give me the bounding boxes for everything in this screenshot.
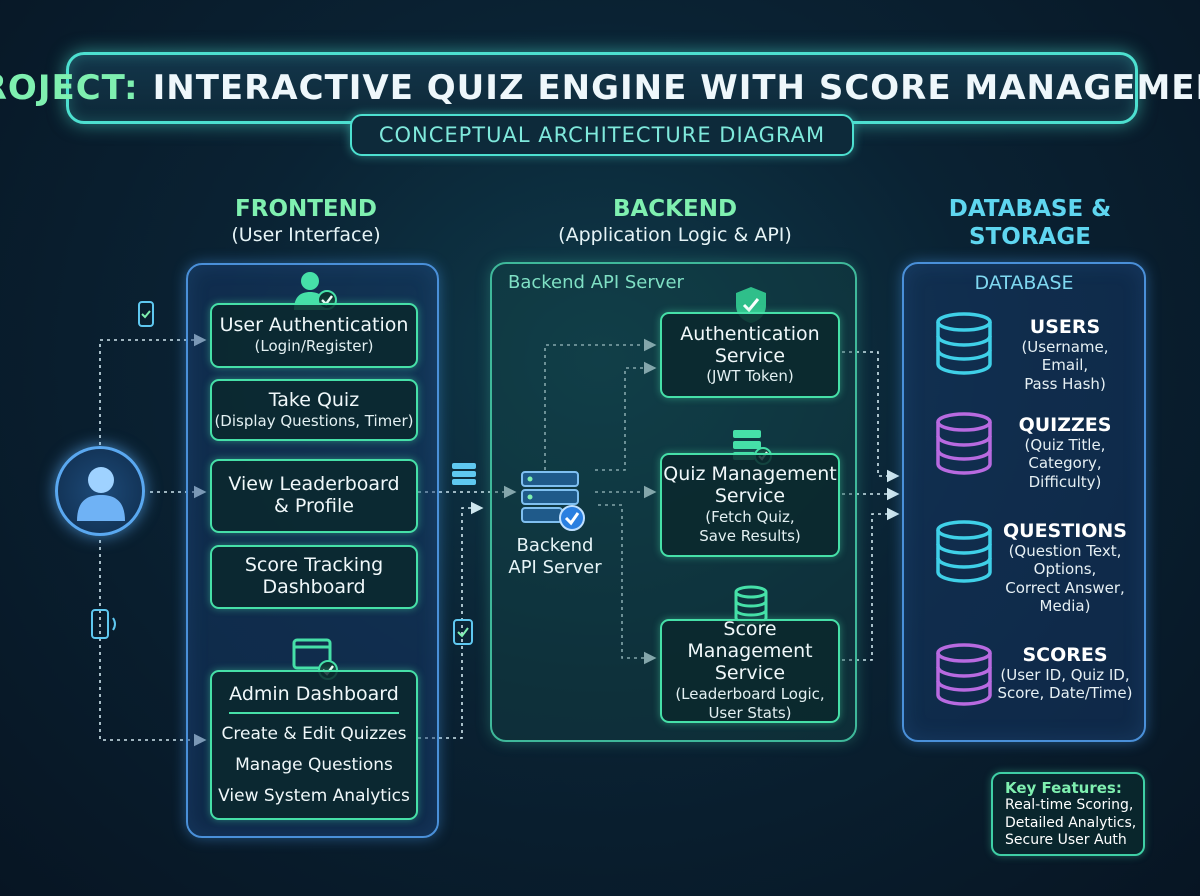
backend-server-line2: API Server [508,556,602,578]
db-table-field-line: (Question Text, [1008,542,1122,560]
take-quiz-card[interactable]: Take Quiz (Display Questions, Timer) [210,379,418,441]
auth-service-line2: Service [714,344,786,367]
db-table-field-line: (Username, Email, [1021,338,1109,375]
checklist-icon [453,619,473,645]
server-icon [521,471,585,531]
backend-panel-label: Backend API Server [508,272,684,293]
admin-dashboard-card[interactable]: Admin Dashboard Create & Edit Quizzes Ma… [210,670,418,820]
score-service-desc1: (Leaderboard Logic, [675,685,825,704]
db-table-name: SCORES [1022,644,1108,666]
user-icon [77,467,125,521]
db-table-field-line: (Quiz Title, [1024,436,1106,454]
db-table-field-line: Correct Answer, [1005,578,1125,597]
view-leaderboard-card[interactable]: View Leaderboard & Profile [210,459,418,533]
score-tracking-line2: Dashboard [262,576,366,598]
db-table-field-line: Media) [1039,596,1091,615]
db-table-field-line: Category, [1028,454,1102,473]
db-table-name: QUESTIONS [1002,520,1127,542]
key-feature-1: Real-time Scoring, [1005,797,1134,813]
backend-heading-title: BACKEND [612,196,738,222]
user-avatar [55,446,145,536]
user-authentication-sub: (Login/Register) [254,337,374,356]
database-heading-line2: STORAGE [969,223,1091,250]
db-table-users: USERS(Username, Email,Pass Hash) [996,316,1134,393]
db-table-field-line: Score, Date/Time) [997,684,1133,703]
authentication-service-card[interactable]: Authentication Service (JWT Token) [660,312,840,398]
score-service-line1: Score Management [687,618,813,663]
admin-item-create-quizzes[interactable]: Create & Edit Quizzes [221,723,407,744]
key-feature-2: Detailed Analytics, [1005,814,1137,831]
database-heading: DATABASE & STORAGE [920,196,1140,251]
backend-server-line1: Backend [516,535,594,556]
db-cylinder-icon [936,643,992,706]
db-table-field-line: Difficulty) [1028,472,1102,491]
auth-service-line1: Authentication [680,322,820,345]
take-quiz-sub: (Display Questions, Timer) [214,411,414,430]
db-cylinder-icon [936,312,992,375]
db-table-field-line: Pass Hash) [1024,374,1106,393]
score-service-desc2: User Stats) [708,703,792,722]
key-features-box: Key Features: Real-time Scoring, Detaile… [991,772,1145,856]
frontend-heading-sub: (User Interface) [231,223,381,246]
admin-item-system-analytics[interactable]: View System Analytics [218,785,410,806]
database-heading-line1: DATABASE & [948,196,1112,222]
phone-icon [91,609,116,639]
frontend-heading: FRONTEND (User Interface) [186,196,426,246]
take-quiz-title: Take Quiz [268,388,360,411]
backend-server-label: Backend API Server [500,535,610,578]
quiz-service-desc2: Save Results) [699,526,801,545]
quiz-service-line2: Service [714,485,786,508]
title-main: INTERACTIVE QUIZ ENGINE WITH SCORE MANAG… [152,68,1200,108]
key-features-title: Key Features: [1005,779,1122,797]
subtitle: CONCEPTUAL ARCHITECTURE DIAGRAM [350,114,854,156]
score-tracking-line1: Score Tracking [244,554,384,577]
db-table-name: USERS [1029,316,1101,338]
quiz-service-desc1: (Fetch Quiz, [705,508,795,527]
db-table-questions: QUESTIONS(Question Text,Options,Correct … [996,520,1134,615]
database-panel-label: DATABASE [974,272,1074,294]
view-leaderboard-line2: & Profile [274,495,354,517]
score-management-service-card[interactable]: Score Management Service (Leaderboard Lo… [660,619,840,723]
user-authentication-title: User Authentication [219,314,409,337]
score-tracking-card[interactable]: Score Tracking Dashboard [210,545,418,609]
user-authentication-card[interactable]: User Authentication (Login/Register) [210,303,418,368]
mobile-check-icon [138,301,154,327]
admin-item-manage-questions[interactable]: Manage Questions [235,754,393,775]
quiz-service-line1: Quiz Management [663,463,837,486]
view-leaderboard-line1: View Leaderboard [228,473,400,496]
db-cylinder-icon [936,520,992,583]
db-table-name: QUIZZES [1018,414,1112,436]
backend-heading-sub: (Application Logic & API) [558,223,792,246]
admin-dashboard-title: Admin Dashboard [229,683,399,714]
db-table-quizzes: QUIZZES(Quiz Title,Category,Difficulty) [996,414,1134,491]
frontend-heading-title: FRONTEND [235,196,377,222]
data-stack-icon [452,463,476,485]
key-feature-3: Secure User Auth [1005,832,1127,848]
db-table-scores: SCORES(User ID, Quiz ID,Score, Date/Time… [996,644,1134,703]
db-table-field-line: Options, [1033,560,1097,579]
db-cylinder-icon [936,412,992,475]
db-table-field-line: (User ID, Quiz ID, [1000,666,1130,684]
score-service-line2: Service [714,662,786,685]
auth-service-desc: (JWT Token) [706,367,794,386]
backend-heading: BACKEND (Application Logic & API) [530,196,820,246]
title-prefix: PROJECT: [0,68,139,108]
quiz-management-service-card[interactable]: Quiz Management Service (Fetch Quiz, Sav… [660,453,840,557]
